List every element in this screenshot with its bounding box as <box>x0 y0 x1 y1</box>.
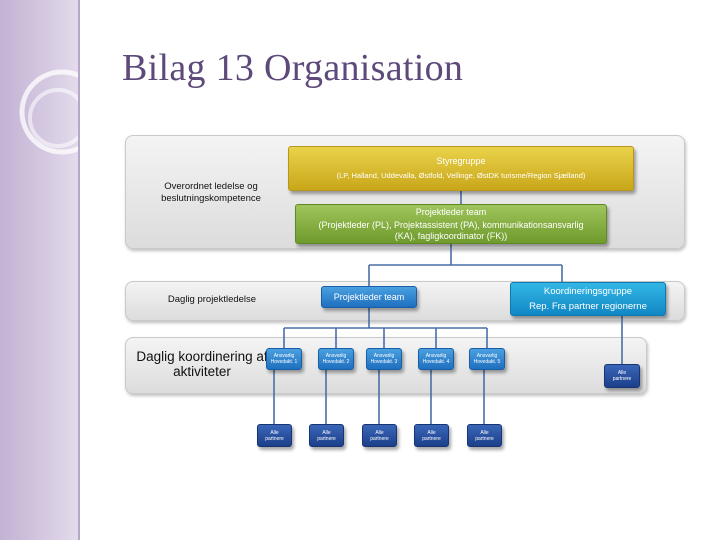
alle-partnere-label: Alle partnere <box>422 429 441 442</box>
koordineringsgruppe-subtitle: Rep. Fra partner regionerne <box>529 301 647 312</box>
koordineringsgruppe-title: Koordineringsgruppe <box>543 286 633 297</box>
alle-partnere-box-5: Alle partnere <box>467 424 502 447</box>
hovedakt-box-4: Ansvarlig Hovedakt. 4 <box>418 348 454 370</box>
projektleder-team-box: Projektleder team (Projektleder (PL), Pr… <box>295 204 607 244</box>
styregruppe-box: Styregruppe (LP, Halland, Uddevalla, Øst… <box>288 146 634 191</box>
hovedakt-label: Ansvarlig Hovedakt. 4 <box>422 353 450 365</box>
slide-title: Bilag 13 Organisation <box>122 47 464 89</box>
sidebar-edge <box>78 0 80 540</box>
hovedakt-label: Ansvarlig Hovedakt. 3 <box>370 353 398 365</box>
alle-partnere-box-koordinering: Alle partnere <box>604 364 640 388</box>
alle-partnere-box-1: Alle partnere <box>257 424 292 447</box>
hovedakt-box-5: Ansvarlig Hovedakt. 5 <box>469 348 505 370</box>
alle-partnere-label: Alle partnere <box>612 370 632 382</box>
hovedakt-box-1: Ansvarlig Hovedakt. 1 <box>266 348 302 370</box>
hovedakt-box-2: Ansvarlig Hovedakt. 2 <box>318 348 354 370</box>
alle-partnere-label: Alle partnere <box>265 429 284 442</box>
projektleder-team-members: (Projektleder (PL), Projektassistent (PA… <box>318 219 584 241</box>
band-bottom-label: Daglig koordinering af aktiviteter <box>136 349 268 379</box>
alle-partnere-box-4: Alle partnere <box>414 424 449 447</box>
decorative-sidebar <box>0 0 80 540</box>
styregruppe-title: Styregruppe <box>436 156 486 166</box>
band-middle-label: Daglig projektledelse <box>167 294 257 305</box>
hovedakt-label: Ansvarlig Hovedakt. 2 <box>322 353 350 365</box>
decorative-circles <box>19 69 80 155</box>
alle-partnere-label: Alle partnere <box>370 429 389 442</box>
alle-partnere-box-2: Alle partnere <box>309 424 344 447</box>
hovedakt-label: Ansvarlig Hovedakt. 1 <box>270 353 298 365</box>
styregruppe-members: (LP, Halland, Uddevalla, Østfold, Vellin… <box>336 171 586 180</box>
projektleder-team-daily-label: Projektleder team <box>333 292 405 302</box>
band-top-label: Overordnet ledelse og beslutningskompete… <box>161 181 261 204</box>
alle-partnere-label: Alle partnere <box>317 429 336 442</box>
projektleder-team-title: Projektleder team <box>415 206 487 217</box>
hovedakt-label: Ansvarlig Hovedakt. 5 <box>473 353 501 365</box>
alle-partnere-label: Alle partnere <box>475 429 494 442</box>
projektleder-team-daily-box: Projektleder team <box>321 286 417 308</box>
alle-partnere-box-3: Alle partnere <box>362 424 397 447</box>
koordineringsgruppe-box: Koordineringsgruppe Rep. Fra partner reg… <box>510 282 666 316</box>
hovedakt-box-3: Ansvarlig Hovedakt. 3 <box>366 348 402 370</box>
